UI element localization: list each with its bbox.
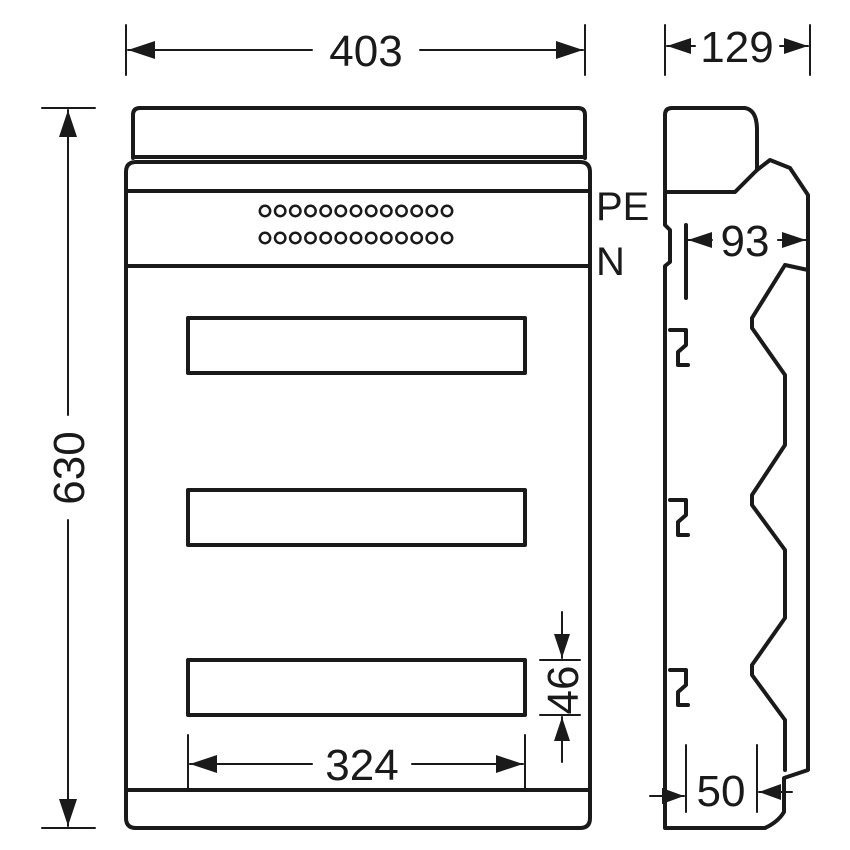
lid-outline <box>131 106 587 160</box>
terminal-hole <box>410 204 424 218</box>
terminal-hole <box>425 231 439 245</box>
terminal-hole <box>258 231 272 245</box>
arrowhead <box>554 634 570 658</box>
arrowhead <box>59 110 77 137</box>
cutout-height-value: 46 <box>539 666 588 715</box>
terminal-hole <box>425 204 439 218</box>
terminal-row-pe <box>258 204 454 218</box>
terminal-hole <box>319 204 333 218</box>
terminal-hole <box>319 231 333 245</box>
arrowhead <box>667 38 691 54</box>
terminal-hole <box>304 204 317 218</box>
arrowhead <box>784 38 808 54</box>
terminal-hole <box>349 204 363 218</box>
terminal-hole <box>364 204 378 218</box>
terminal-hole <box>288 204 302 218</box>
dimension-rail-offset: 50 <box>649 767 793 816</box>
terminal-hole <box>334 204 348 218</box>
height-value: 630 <box>45 431 94 504</box>
arrowhead <box>128 41 155 59</box>
arrowhead <box>556 41 583 59</box>
terminal-hole <box>440 231 454 245</box>
terminal-hole <box>364 231 378 245</box>
arrowhead <box>662 788 684 804</box>
width-value: 403 <box>329 27 402 76</box>
side-clip-3 <box>668 668 690 707</box>
pe-label: PE <box>596 185 649 229</box>
inner-depth-value: 93 <box>721 217 770 266</box>
terminal-hole <box>440 204 454 218</box>
rail-offset-value: 50 <box>697 767 746 816</box>
terminal-row-n <box>258 231 454 245</box>
front-view <box>124 106 592 830</box>
terminal-hole <box>273 204 287 218</box>
side-view: PE N <box>596 106 810 830</box>
side-lid-profile <box>663 106 759 194</box>
cutout-width-value: 324 <box>325 741 398 790</box>
terminal-hole <box>273 231 287 245</box>
depth-value: 129 <box>700 23 773 72</box>
dimension-cutout-width: 324 <box>187 734 526 791</box>
side-inner-tray <box>750 263 810 772</box>
terminal-hole <box>304 231 317 245</box>
dimension-height: 630 <box>41 107 96 829</box>
terminal-hole <box>349 231 363 245</box>
dimension-cutout-height: 46 <box>539 611 588 763</box>
terminal-hole <box>410 231 424 245</box>
dimension-depth: 129 <box>664 23 811 76</box>
arrowhead <box>782 232 806 248</box>
arrowhead <box>496 755 523 773</box>
dimension-width: 403 <box>125 24 586 76</box>
arrowhead <box>688 232 712 248</box>
terminal-hole <box>395 231 408 245</box>
dimension-inner-depth: 93 <box>687 217 807 266</box>
arrowhead <box>759 784 781 800</box>
terminal-hole <box>395 204 408 218</box>
breaker-cutout-1 <box>186 316 527 375</box>
arrowhead <box>190 755 217 773</box>
arrowhead <box>554 717 570 741</box>
breaker-cutout-3 <box>186 658 527 717</box>
terminal-hole <box>288 231 302 245</box>
n-label: N <box>596 240 625 284</box>
terminal-hole <box>379 231 393 245</box>
terminal-hole <box>334 231 348 245</box>
side-body-profile <box>663 158 810 830</box>
arrowhead <box>59 799 77 826</box>
body-outline <box>124 160 592 830</box>
side-clip-1 <box>668 328 690 367</box>
terminal-hole <box>258 204 272 218</box>
side-clip-2 <box>668 498 690 537</box>
terminal-hole <box>379 204 393 218</box>
breaker-cutout-2 <box>186 488 527 547</box>
